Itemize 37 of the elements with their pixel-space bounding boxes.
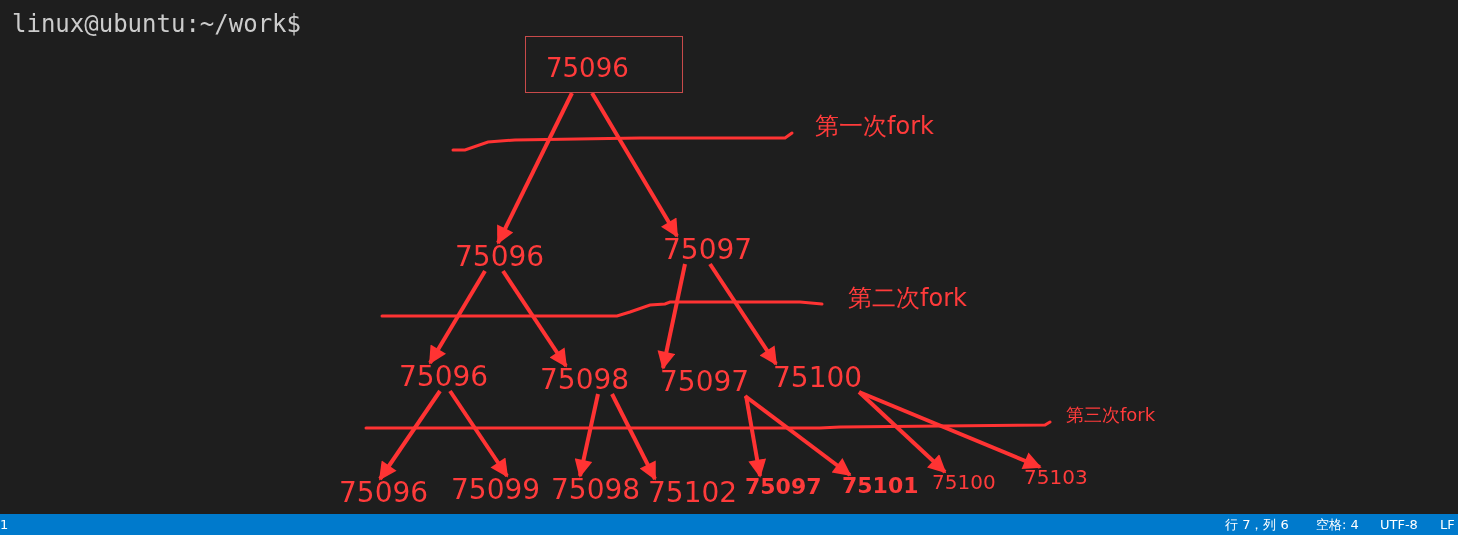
pid-label: 75098 [540, 366, 630, 394]
pid-label: 75097 [663, 236, 753, 264]
arrow [448, 389, 509, 478]
pid-label: 75102 [648, 479, 738, 507]
status-text: 行 7，列 6 [1225, 518, 1289, 531]
arrow [378, 389, 442, 481]
status-text: UTF-8 [1380, 518, 1418, 531]
fork-label: 第一次fork [815, 114, 934, 138]
process-box: 75096 [525, 36, 683, 93]
pid-label: 75100 [932, 472, 996, 492]
pid-label: 75103 [1024, 467, 1088, 487]
arrow [590, 91, 679, 238]
arrow [744, 395, 767, 478]
arrow [428, 269, 487, 365]
pid-label: 75096 [339, 479, 429, 507]
arrow [708, 262, 778, 366]
arrow [743, 394, 852, 477]
arrow [496, 92, 574, 245]
pid-label: 75099 [451, 476, 541, 504]
arrow [858, 390, 1042, 470]
terminal-prompt: linux@ubuntu:~/work$ [12, 12, 301, 36]
pid-label: 75096 [455, 243, 545, 271]
pid-label: 75096 [399, 363, 489, 391]
pid-label: 75098 [551, 476, 641, 504]
status-text: 1 [0, 518, 9, 531]
arrow [574, 393, 600, 478]
fork-label: 第二次fork [848, 286, 967, 310]
pid-label: 75097 [745, 476, 822, 498]
pid-label: 75101 [842, 475, 919, 497]
arrow [610, 393, 657, 481]
status-text: LF [1440, 518, 1455, 531]
arrow [657, 263, 687, 370]
arrow [501, 269, 568, 368]
status-text: 空格: 4 [1316, 518, 1359, 531]
pid-label: 75097 [660, 368, 750, 396]
pid-label: 75100 [773, 364, 863, 392]
fork-label: 第三次fork [1066, 406, 1156, 424]
